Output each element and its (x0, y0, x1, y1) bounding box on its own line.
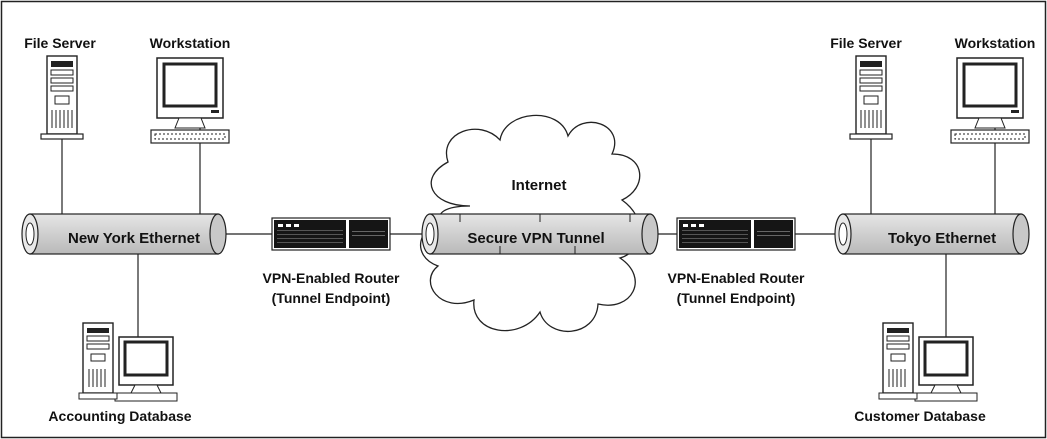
router-left-line1: VPN-Enabled Router (263, 270, 400, 286)
tokyo-database-label: Customer Database (854, 408, 986, 424)
ny-file-server-label: File Server (24, 35, 96, 51)
vpn-tunnel-pipe (421, 213, 659, 255)
tokyo-workstation-label: Workstation (955, 35, 1036, 51)
tokyo-workstation-icon (949, 56, 1031, 145)
tokyo-ethernet-pipe (834, 213, 1030, 255)
vpn-tunnel-label: Secure VPN Tunnel (467, 230, 604, 247)
ny-workstation-icon (149, 56, 231, 145)
tokyo-file-server-label: File Server (830, 35, 902, 51)
internet-label: Internet (511, 177, 566, 194)
router-right-line2: (Tunnel Endpoint) (677, 290, 796, 306)
router-right (676, 217, 796, 251)
ny-ethernet-pipe (21, 213, 227, 255)
ny-file-server-icon (40, 55, 84, 140)
router-left-line2: (Tunnel Endpoint) (272, 290, 391, 306)
router-left (271, 217, 391, 251)
router-right-line1: VPN-Enabled Router (668, 270, 805, 286)
tokyo-file-server-icon (849, 55, 893, 140)
tokyo-ethernet-label: Tokyo Ethernet (888, 230, 996, 247)
ny-workstation-label: Workstation (150, 35, 231, 51)
ny-database-label: Accounting Database (48, 408, 191, 424)
ny-ethernet-label: New York Ethernet (68, 230, 200, 247)
